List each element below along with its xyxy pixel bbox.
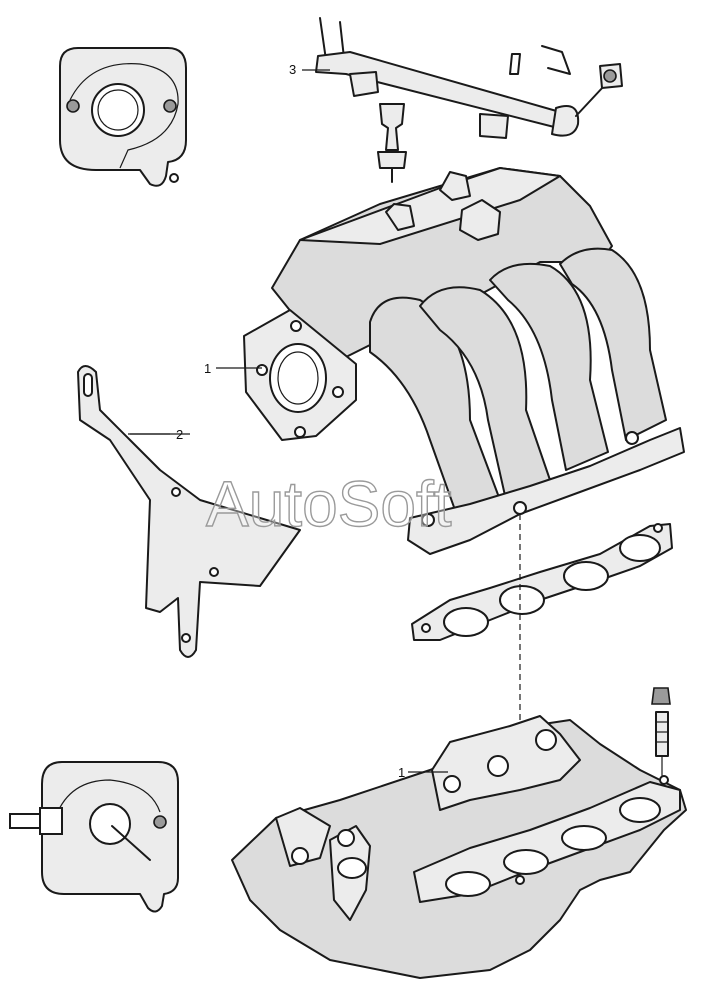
inset-throttle-flange — [59, 47, 187, 187]
callout-3: 3 — [289, 62, 296, 77]
inset-sensor-detail — [9, 761, 179, 913]
callout-2: 2 — [176, 427, 183, 442]
upper-intake-manifold — [243, 167, 685, 555]
lower-intake-manifold — [231, 715, 687, 979]
stud-and-nut — [651, 687, 671, 780]
fuel-rail-assembly — [302, 17, 623, 183]
support-bracket — [77, 365, 301, 658]
callout-1-lower: 1 — [398, 765, 405, 780]
watermark: AutoSoft — [206, 468, 452, 540]
callout-1-upper: 1 — [204, 361, 211, 376]
intake-gasket — [411, 523, 673, 641]
